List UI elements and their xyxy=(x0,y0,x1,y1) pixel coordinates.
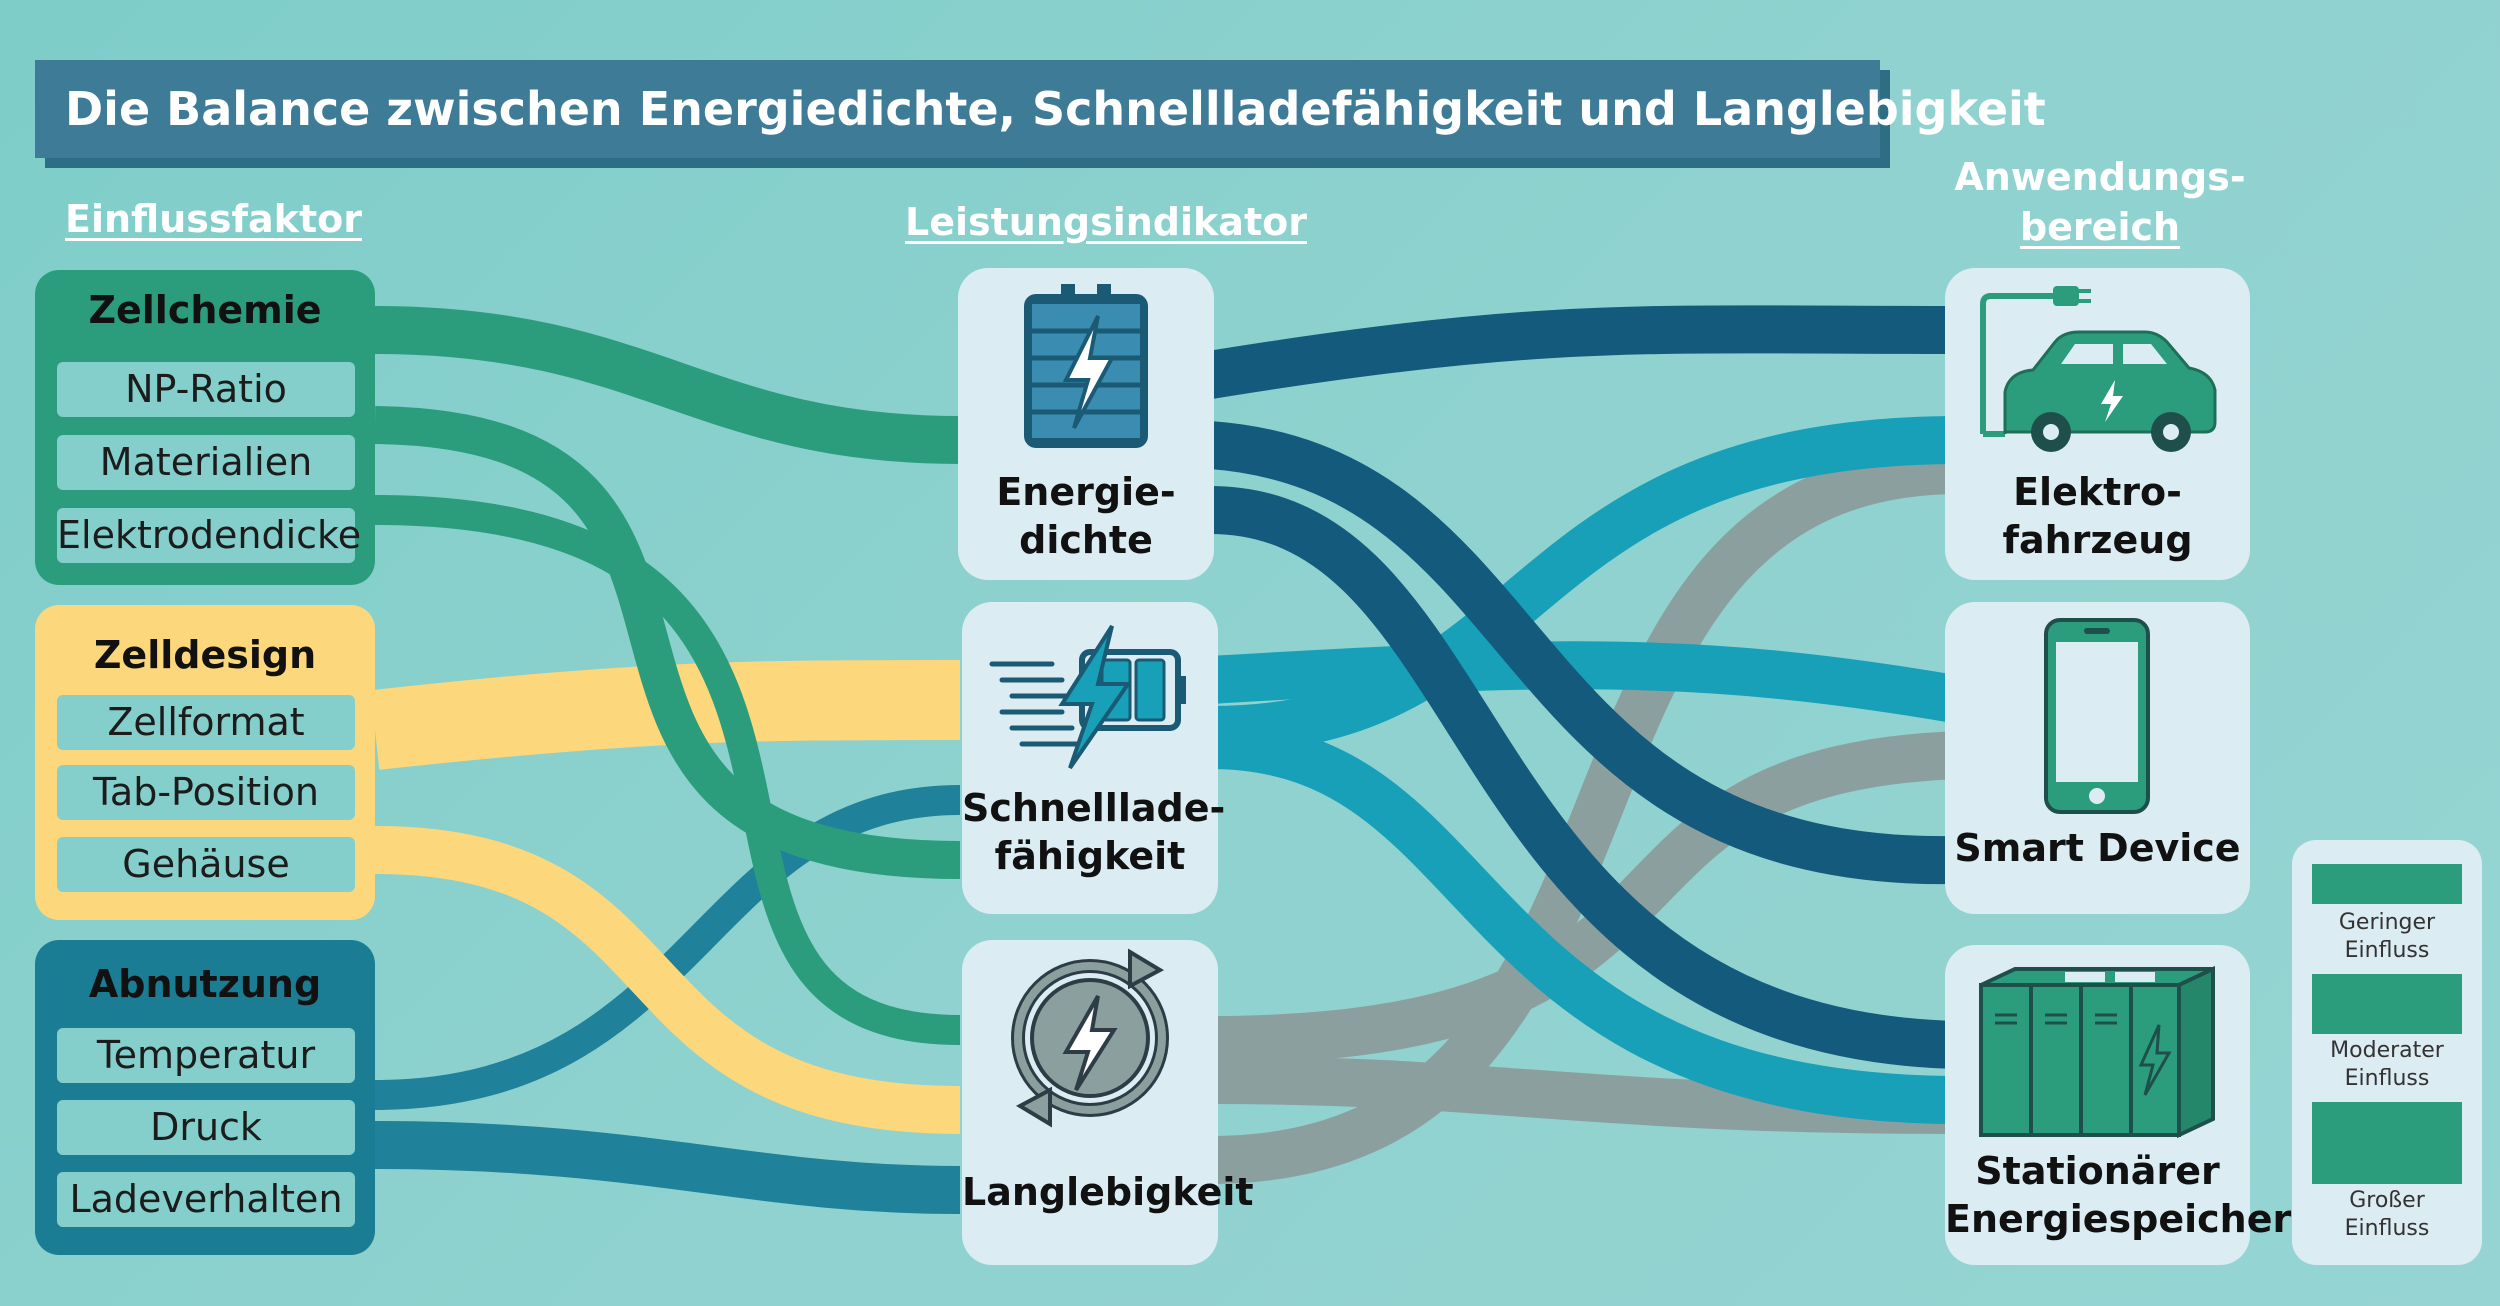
indicator-label: fähigkeit xyxy=(994,834,1186,878)
flow-design-to-longevity xyxy=(374,826,961,1134)
cycle-lightning-icon xyxy=(1011,948,1169,1128)
legend-swatch-high xyxy=(2312,1102,2462,1184)
indicator-label: Schnelllade- xyxy=(962,786,1226,830)
legend-label: Einfluss xyxy=(2344,938,2430,963)
flow-wear-to-longevity xyxy=(374,1121,961,1214)
application-label: Energiespeicher xyxy=(1945,1197,2292,1241)
factor-item-druck: Druck xyxy=(57,1100,355,1155)
factor-group-title: Zellchemie xyxy=(88,288,322,332)
column-header-factor: Einflussfaktor xyxy=(65,197,362,241)
flow-energy-to-smart-device xyxy=(1208,421,1961,885)
factor-item-gehaeuse: Gehäuse xyxy=(57,837,355,892)
indicator-langlebigkeit: Langlebigkeit xyxy=(962,940,1254,1265)
factor-group-zellchemie: Zellchemie NP-Ratio Materialien Elektrod… xyxy=(35,270,375,585)
factor-item-materialien: Materialien xyxy=(57,435,355,490)
factor-item-zellformat: Zellformat xyxy=(57,695,355,750)
factor-item-ladeverhalten: Ladeverhalten xyxy=(57,1172,355,1227)
flow-longevity-to-ev xyxy=(1209,446,1961,1184)
smartphone-icon xyxy=(2044,618,2150,814)
flow-wear-to-fastcharge xyxy=(374,785,961,1110)
application-label: Smart Device xyxy=(1954,826,2241,870)
legend-label: Geringer xyxy=(2338,910,2436,935)
flow-energy-to-stationary xyxy=(1209,486,1961,1069)
column-header-indicator: Leistungsindikator xyxy=(905,200,1307,244)
legend-label: Großer xyxy=(2349,1188,2425,1213)
application-stationaerer-energiespeicher: Stationärer Energiespeicher xyxy=(1945,945,2292,1265)
legend-label: Einfluss xyxy=(2344,1216,2430,1241)
indicator-label: Energie- xyxy=(996,470,1176,514)
page-title: Die Balance zwischen Energiedichte, Schn… xyxy=(35,60,2046,158)
legend-label: Einfluss xyxy=(2344,1066,2430,1091)
factor-group-title: Abnutzung xyxy=(88,962,322,1006)
application-elektrofahrzeug: Elektro- fahrzeug xyxy=(1945,268,2250,580)
battery-lightning-icon xyxy=(1024,284,1148,448)
indicator-schnellladefaehigkeit: Schnelllade- fähigkeit xyxy=(962,602,1226,914)
factor-item-tab-position: Tab-Position xyxy=(57,765,355,820)
application-label: Elektro- xyxy=(2013,470,2182,514)
flow-chemistry-to-longevity xyxy=(374,495,961,1045)
flow-energy-to-ev xyxy=(1206,305,1961,399)
energy-storage-container-icon xyxy=(1979,965,2215,1139)
column-header-application-line2: bereich xyxy=(2019,205,2181,249)
flow-chemistry-to-fastcharge xyxy=(374,406,961,879)
factor-item-elektrodendicke: Elektrodendicke xyxy=(57,508,361,563)
factor-group-title: Zelldesign xyxy=(93,633,317,677)
fast-charge-battery-icon xyxy=(989,624,1186,770)
factor-item-temperatur: Temperatur xyxy=(57,1028,355,1083)
flow-fastcharge-to-smart-device xyxy=(1208,641,1965,724)
electric-car-icon xyxy=(1980,286,2217,452)
indicator-label: dichte xyxy=(1019,518,1153,562)
application-label: Stationärer xyxy=(1975,1149,2220,1193)
column-header-application-line1: Anwendungs- xyxy=(1954,155,2246,199)
legend-swatch-low xyxy=(2312,864,2462,904)
flow-fastcharge-to-stationary xyxy=(1209,721,1961,1124)
legend-swatch-moderate xyxy=(2312,974,2462,1034)
legend-label: Moderater xyxy=(2330,1038,2444,1063)
flow-design-to-fastcharge xyxy=(370,660,961,770)
application-label: fahrzeug xyxy=(2002,518,2193,562)
flow-fastcharge-to-ev xyxy=(1209,416,1961,754)
indicator-label: Langlebigkeit xyxy=(962,1170,1254,1214)
flow-chemistry-to-energy xyxy=(374,306,961,464)
factor-group-abnutzung: Abnutzung Temperatur Druck Ladeverhalten xyxy=(35,940,375,1255)
factor-item-np-ratio: NP-Ratio xyxy=(57,362,355,417)
legend: Geringer Einfluss Moderater Einfluss Gro… xyxy=(2292,840,2482,1265)
indicator-energiedichte: Energie- dichte xyxy=(958,268,1214,580)
factor-group-zelldesign: Zelldesign Zellformat Tab-Position Gehäu… xyxy=(35,605,375,920)
application-smart-device: Smart Device xyxy=(1945,602,2250,914)
